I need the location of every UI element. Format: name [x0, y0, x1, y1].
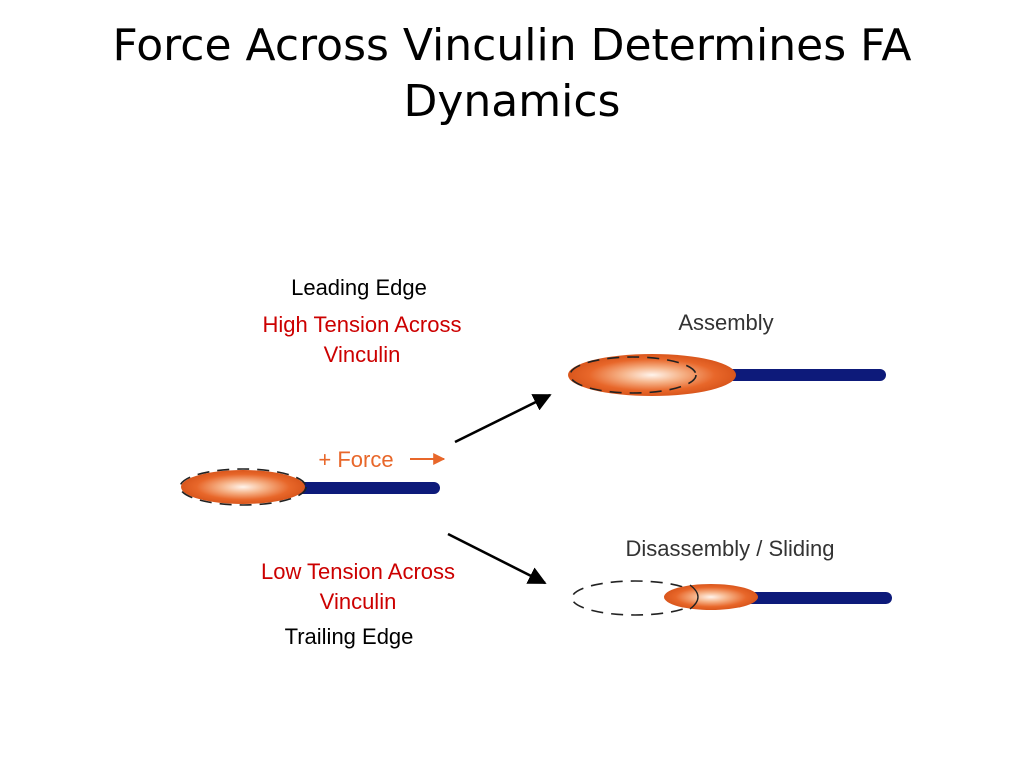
arrow-to-assembly — [454, 393, 552, 444]
low-tension-label: Low Tension Across Vinculin — [218, 557, 498, 617]
disassembly-label: Disassembly / Sliding — [625, 536, 835, 561]
sliding-adhesion-plaque — [664, 584, 758, 610]
slide-title-line-2: Dynamics — [403, 76, 621, 127]
high-tension-line-2: Vinculin — [323, 342, 401, 367]
assembled-adhesion-plaque — [568, 354, 736, 396]
slide-title: Force Across Vinculin Determines FA Dyna… — [0, 18, 1024, 130]
initial-adhesion — [179, 468, 440, 506]
high-tension-label: High Tension Across Vinculin — [222, 310, 502, 370]
trailing-edge-label: Trailing Edge — [284, 624, 414, 649]
low-tension-line-2: Vinculin — [319, 589, 397, 614]
original-adhesion-outline — [569, 356, 697, 394]
arrow-to-disassembly — [447, 532, 547, 585]
low-tension-line-1: Low Tension Across — [260, 559, 456, 584]
high-tension-line-1: High Tension Across — [262, 312, 462, 337]
leading-edge-label: Leading Edge — [291, 275, 427, 300]
assembly-label: Assembly — [678, 310, 774, 335]
assembled-adhesion — [568, 354, 886, 396]
sliding-adhesion — [571, 580, 892, 616]
initial-adhesion-plaque — [181, 470, 305, 504]
sliding-adhesion-edge — [689, 584, 699, 610]
force-label: + Force — [318, 447, 394, 472]
slide-title-line-1: Force Across Vinculin Determines FA — [112, 20, 912, 71]
initial-adhesion-outline — [179, 468, 307, 506]
